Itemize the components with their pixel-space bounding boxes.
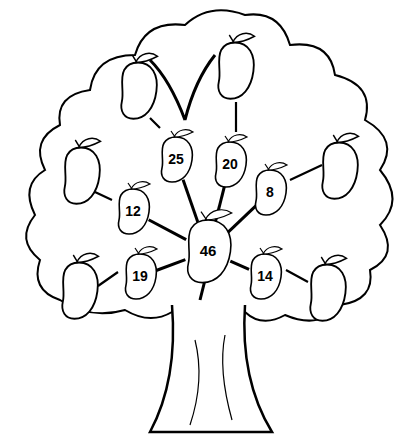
mango-node: 20	[210, 132, 250, 188]
mango-node: 12	[113, 179, 153, 235]
branch-line	[183, 180, 198, 223]
mango-node: 14	[245, 244, 285, 300]
mango-number: 14	[245, 268, 285, 284]
mango-number: 19	[120, 268, 160, 284]
branch-line	[149, 220, 187, 240]
mango-number: 25	[156, 151, 196, 167]
mango-number: 12	[113, 203, 153, 219]
mango-node: 25	[156, 127, 196, 183]
mango-number: 46	[180, 242, 236, 259]
mango-number: 8	[250, 184, 290, 200]
branch-line	[230, 261, 249, 269]
branch-line	[156, 260, 185, 271]
mango-node: 8	[250, 160, 290, 216]
mango-node: 19	[120, 244, 160, 300]
mango-number: 20	[210, 156, 250, 172]
branch-line	[227, 205, 256, 233]
mango-node: 46	[180, 206, 236, 284]
